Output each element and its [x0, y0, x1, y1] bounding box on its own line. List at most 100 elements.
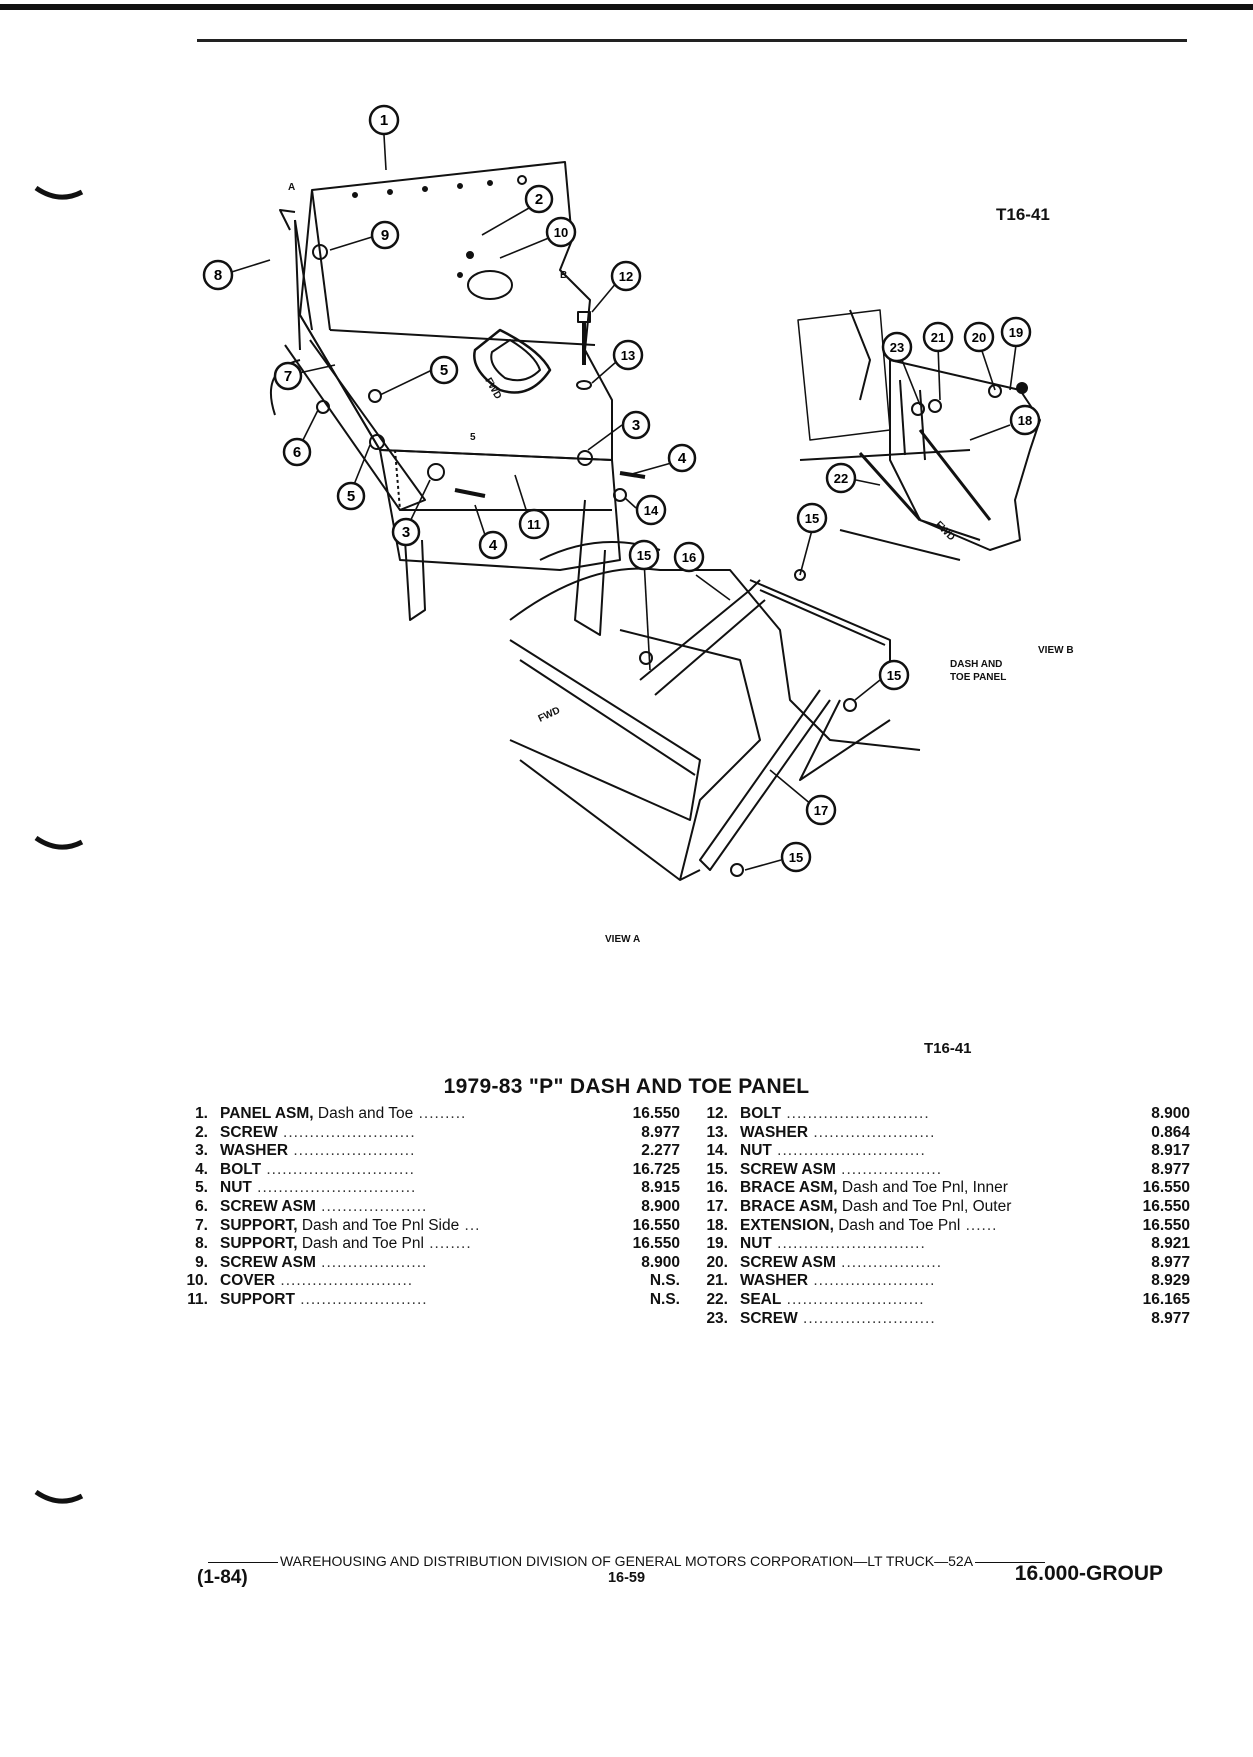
part-row: 9.SCREW ASM ....................8.900	[160, 1254, 680, 1273]
part-name-main: SUPPORT	[220, 1290, 295, 1308]
label-dash-toe-2: TOE PANEL	[950, 672, 1006, 683]
leader-dots: ............................	[771, 1235, 926, 1253]
svg-text:23: 23	[890, 340, 904, 355]
leader-dots: .......................	[808, 1123, 936, 1141]
part-row: 23. SCREW ......................... 8.977	[680, 1310, 1190, 1329]
part-row: 21. WASHER ....................... 8.929	[680, 1272, 1190, 1291]
footer-group: 16.000-GROUP	[1014, 1562, 1163, 1585]
callout-23: 23	[881, 331, 913, 363]
part-name: WASHER .......................	[740, 1124, 1118, 1143]
part-group-number: 8.900	[641, 1197, 680, 1215]
part-name-main: SCREW ASM	[220, 1253, 316, 1271]
part-number: 13.	[706, 1123, 728, 1141]
callout-17: 17	[805, 794, 837, 826]
callout-1: 1	[368, 104, 400, 136]
part-group-number: 8.977	[1151, 1309, 1190, 1327]
part-name-main: NUT	[220, 1179, 252, 1197]
part-number: 23.	[706, 1309, 728, 1327]
callout-15b: 15	[796, 502, 828, 534]
part-group-number: 8.929	[1151, 1272, 1190, 1290]
svg-text:15: 15	[887, 668, 901, 683]
parts-list-left: 1.PANEL ASM, Dash and Toe .........16.55…	[160, 1105, 680, 1310]
part-name-main: BRACE ASM,	[740, 1197, 838, 1215]
part-group-number: 16.550	[1142, 1197, 1190, 1215]
part-description: Dash and Toe Pnl	[297, 1235, 424, 1253]
leader-dots: ...................	[835, 1253, 943, 1271]
part-group-number: 8.900	[1151, 1105, 1190, 1122]
figure-code-bottom: T16-41	[924, 1040, 972, 1057]
leader-dots: ............................	[261, 1160, 415, 1178]
callout-8: 8	[202, 259, 234, 291]
svg-text:13: 13	[621, 348, 635, 363]
label-a: A	[288, 182, 295, 193]
part-name-main: BOLT	[740, 1105, 782, 1122]
label-view-a: VIEW A	[605, 934, 640, 945]
part-number: 4.	[195, 1160, 208, 1178]
top-border	[0, 4, 1253, 10]
footer-date: (1-84)	[197, 1567, 248, 1588]
leader-dots: ..........................	[781, 1290, 925, 1308]
exploded-parts-diagram: 1 2 3 3 4 4 5 5 6 7 8 9 10 11 12 13 14 1…	[202, 104, 1074, 945]
part-name-main: SCREW ASM	[740, 1253, 836, 1271]
part-group-number: 16.550	[1142, 1216, 1190, 1234]
leader-dots: .........................	[277, 1123, 416, 1141]
label-fwd-view-a: FWD	[537, 705, 562, 725]
part-group-number: 0.864	[1151, 1123, 1190, 1141]
svg-text:15: 15	[637, 548, 651, 563]
part-row: 20.SCREW ASM ...................8.977	[680, 1254, 1190, 1273]
svg-text:5: 5	[440, 362, 448, 379]
part-number: 14.	[706, 1142, 728, 1160]
leader-dots: ...................	[835, 1160, 943, 1178]
callout-20: 20	[963, 321, 995, 353]
part-group-number: 16.725	[632, 1160, 680, 1178]
part-number: 10.	[186, 1272, 208, 1290]
label-view-b: VIEW B	[1038, 645, 1074, 656]
part-row: 13. WASHER ....................... 0.864	[680, 1124, 1190, 1143]
part-group-number: 16.550	[1142, 1179, 1190, 1197]
part-name: SEAL ..........................	[740, 1291, 1118, 1310]
svg-text:17: 17	[814, 803, 828, 818]
part-description: Dash and Toe Pnl, Inner	[837, 1179, 1008, 1197]
callout-19: 19	[1000, 316, 1032, 348]
footer-division: WAREHOUSING AND DISTRIBUTION DIVISION OF…	[0, 1553, 1253, 1569]
svg-text:14: 14	[644, 503, 659, 518]
part-name-main: WASHER	[220, 1142, 289, 1160]
callout-22: 22	[825, 462, 857, 494]
svg-text:1: 1	[380, 112, 388, 129]
part-name: WASHER .......................	[740, 1272, 1118, 1291]
leader-dots: ...........................	[781, 1105, 930, 1122]
part-number: 9.	[195, 1253, 208, 1271]
label-b: B	[560, 270, 567, 281]
view-b-drawing	[797, 309, 1041, 561]
label-fwd-view-b: FWD	[933, 519, 957, 543]
part-row: 15.SCREW ASM ...................8.977	[680, 1161, 1190, 1180]
part-name-main: SUPPORT,	[220, 1216, 298, 1234]
part-number: 7.	[195, 1216, 208, 1234]
part-name: SCREW .........................	[740, 1310, 1118, 1329]
part-row: 19.NUT ............................8.921	[680, 1235, 1190, 1254]
part-description: Dash and Toe Pnl Side	[297, 1216, 460, 1234]
part-name-main: SCREW ASM	[740, 1160, 836, 1178]
svg-text:8: 8	[214, 267, 222, 284]
part-number: 21.	[706, 1272, 728, 1290]
svg-text:10: 10	[554, 225, 568, 240]
part-name-main: BOLT	[220, 1160, 262, 1178]
footer-page-number: 16-59	[607, 1570, 646, 1586]
part-number: 6.	[195, 1197, 208, 1215]
part-row: 1.PANEL ASM, Dash and Toe .........16.55…	[160, 1105, 680, 1124]
label-5: 5	[470, 432, 476, 443]
svg-text:15: 15	[789, 850, 803, 865]
part-name: SCREW ASM ...................	[740, 1161, 1118, 1180]
part-name-main: BRACE ASM,	[740, 1179, 838, 1197]
part-group-number: 8.977	[1151, 1160, 1190, 1178]
callout-15a: 15	[628, 539, 660, 571]
part-description: Dash and Toe Pnl	[833, 1216, 961, 1234]
callout-13: 13	[612, 339, 644, 371]
parts-list-right: 12.BOLT ...........................8.900…	[680, 1105, 1190, 1328]
callout-4b: 4	[478, 530, 508, 560]
part-number: 22.	[706, 1290, 728, 1308]
part-number: 8.	[195, 1235, 208, 1253]
callout-11: 11	[518, 508, 550, 540]
label-dash-toe-1: DASH AND	[950, 659, 1002, 670]
part-number: 19.	[706, 1235, 728, 1253]
